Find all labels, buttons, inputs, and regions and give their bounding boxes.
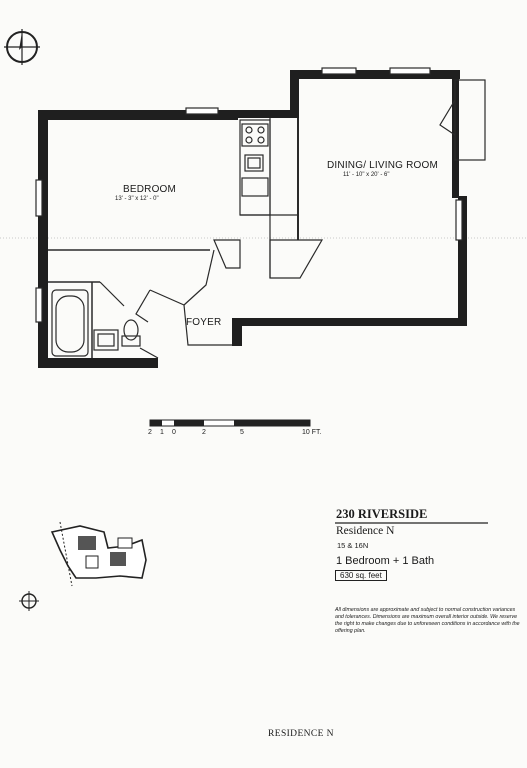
living-room-label: DINING/ LIVING ROOM (327, 160, 439, 171)
building-name: 230 RIVERSIDE (336, 507, 428, 521)
interior-walls (48, 118, 324, 359)
scale-tick: 5 (240, 429, 244, 436)
key-plan-icon (50, 521, 147, 587)
foyer-label: FOYER (186, 317, 222, 328)
scale-tick: 2 (148, 429, 152, 436)
scale-tick: 0 (172, 429, 176, 436)
scale-tick: 10 FT. (302, 429, 322, 436)
area-box: 630 sq. feet (335, 570, 387, 581)
floors-label: 15 & 16N (337, 541, 369, 550)
unit-type: 1 Bedroom + 1 Bath (336, 555, 435, 567)
exterior-walls (38, 70, 467, 368)
north-arrow-small-icon (19, 591, 39, 611)
windows (35, 67, 463, 323)
disclaimer-text: All dimensions are approximate and subje… (335, 607, 520, 634)
north-arrow-icon (4, 29, 40, 65)
residence-name: Residence N (336, 525, 395, 537)
closet-top-right (439, 79, 486, 161)
scale-bar (149, 419, 311, 427)
footer-residence-label: RESIDENCE N (268, 729, 334, 739)
scale-tick: 1 (160, 429, 164, 436)
living-room-dims: 11' - 10" x 20' - 6" (343, 172, 390, 178)
bathroom (51, 289, 141, 357)
bedroom-dims: 13' - 3" x 12' - 0" (115, 196, 159, 202)
bedroom-label: BEDROOM (123, 184, 177, 195)
scale-tick: 2 (202, 429, 206, 436)
kitchen (239, 118, 298, 278)
